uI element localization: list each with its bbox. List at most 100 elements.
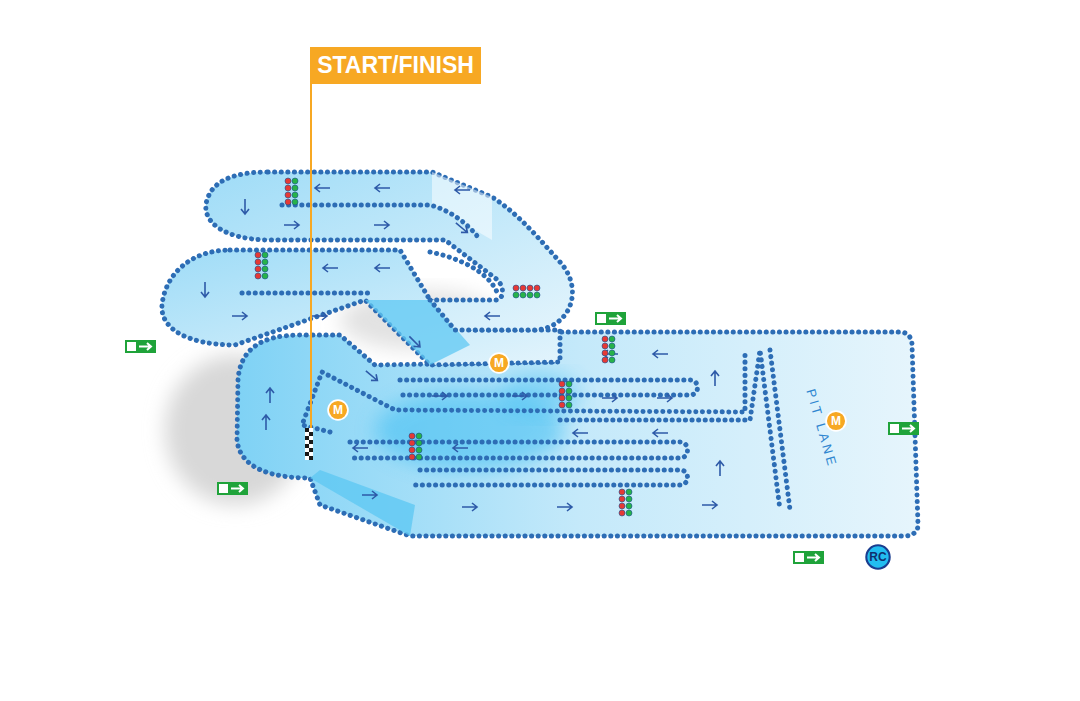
checker-cell (309, 448, 313, 452)
marker-letter: RC (869, 551, 886, 563)
signal-light (559, 402, 565, 408)
tyre-wall (430, 252, 497, 292)
signal-light (619, 489, 625, 495)
direction-arrow (315, 184, 330, 192)
marshal-marker: M (488, 352, 510, 374)
checker-cell (305, 436, 309, 440)
checker-cell (305, 448, 309, 452)
direction-arrow (711, 371, 719, 386)
checker-cell (305, 456, 309, 460)
direction-arrow (512, 392, 527, 400)
signal-light (566, 402, 572, 408)
checker-cell (309, 452, 313, 456)
signal-light (255, 259, 261, 265)
signal-light (520, 292, 526, 298)
top-deck (206, 172, 573, 330)
exit-sign (888, 422, 919, 435)
exit-sign-icon (890, 424, 899, 433)
exit-sign-arrow (807, 554, 819, 561)
checker-cell (309, 428, 313, 432)
exit-sign-arrow (902, 425, 914, 432)
signal-light (559, 388, 565, 394)
signal-lights (255, 178, 632, 516)
checker-cell (309, 444, 313, 448)
direction-arrow (362, 491, 377, 499)
direction-arrow (453, 444, 468, 452)
signal-light (626, 496, 632, 502)
marker-disc (328, 400, 348, 420)
signal-light (409, 433, 415, 439)
signal-light (262, 266, 268, 272)
direction-arrow (201, 282, 209, 297)
direction-arrows (201, 184, 724, 511)
ground-deck (237, 332, 918, 536)
exit-sign-plate (217, 482, 248, 495)
direction-arrow (602, 394, 617, 402)
signal-light (409, 440, 415, 446)
direction-arrow (557, 503, 572, 511)
marshal-marker: M (327, 399, 349, 421)
signal-light (513, 285, 519, 291)
pit-wall (560, 350, 780, 510)
direction-arrow (657, 394, 672, 402)
direction-arrow (232, 312, 247, 320)
marker-letter: M (494, 357, 504, 369)
exit-sign-icon (127, 342, 136, 351)
signal-light (262, 273, 268, 279)
tyre-wall (350, 442, 688, 458)
exit-sign-icon (597, 314, 606, 323)
direction-arrow (453, 220, 470, 236)
checker-cell (305, 440, 309, 444)
exit-sign (125, 340, 156, 353)
checker-cell (309, 432, 313, 436)
signal-light (619, 510, 625, 516)
tyre-walls (242, 205, 790, 510)
direction-arrow (284, 221, 299, 229)
signal-light (262, 259, 268, 265)
direction-arrow (353, 444, 368, 452)
race-control-marker: RC (865, 544, 891, 570)
exit-sign-plate (125, 340, 156, 353)
direction-arrow (716, 461, 724, 476)
signal-light (534, 292, 540, 298)
signal-light (566, 395, 572, 401)
exit-sign-plate (793, 551, 824, 564)
direction-arrow (375, 264, 390, 272)
signal-light (559, 381, 565, 387)
direction-arrow (241, 199, 249, 214)
marker-disc (489, 353, 509, 373)
signal-light (602, 336, 608, 342)
exit-sign-plate (595, 312, 626, 325)
direction-arrow (363, 368, 380, 384)
signal-light (566, 388, 572, 394)
signal-light (602, 357, 608, 363)
signal-light (566, 381, 572, 387)
direction-arrow (702, 501, 717, 509)
exit-sign (793, 551, 824, 564)
tyre-wall (415, 470, 688, 485)
exit-sign (217, 482, 248, 495)
checker-cell (309, 436, 313, 440)
signal-light (262, 252, 268, 258)
signal-light (626, 510, 632, 516)
tyre-wall (242, 291, 370, 296)
signal-light (609, 357, 615, 363)
direction-arrow (407, 334, 423, 350)
exit-signs (125, 312, 919, 564)
checker-cell (305, 444, 309, 448)
exit-sign-arrow (139, 343, 151, 350)
signal-light (285, 185, 291, 191)
exit-sign-arrow (231, 485, 243, 492)
exit-sign-plate (888, 422, 919, 435)
signal-light (619, 503, 625, 509)
signal-light (409, 454, 415, 460)
direction-arrow (573, 429, 588, 437)
signal-light (609, 343, 615, 349)
signal-light (292, 192, 298, 198)
marker-letter: M (333, 404, 343, 416)
heading-text: START/FINISH (317, 54, 474, 77)
signal-light (602, 350, 608, 356)
signal-light (285, 199, 291, 205)
signal-light (626, 489, 632, 495)
